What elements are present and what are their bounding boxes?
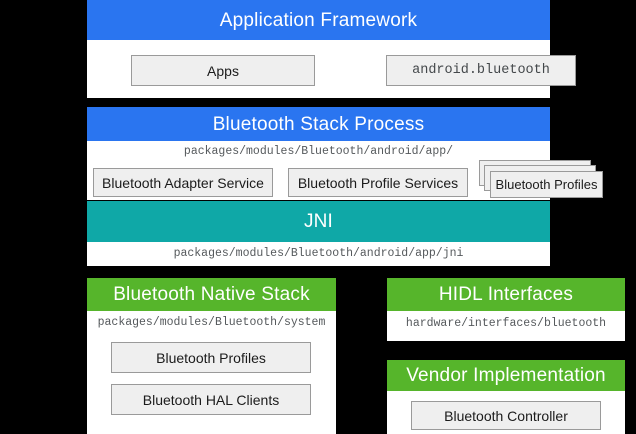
box-apps: Apps bbox=[131, 55, 315, 86]
path-label-hidl: hardware/interfaces/bluetooth bbox=[405, 317, 607, 330]
hidl-interfaces-header: HIDL Interfaces bbox=[387, 278, 625, 311]
application-framework-header: Application Framework bbox=[87, 0, 550, 40]
path-label-stack-process: packages/modules/Bluetooth/android/app/ bbox=[183, 145, 454, 158]
path-label-jni: packages/modules/Bluetooth/android/app/j… bbox=[173, 247, 464, 260]
stacked-box-bluetooth-profiles: Bluetooth Profiles bbox=[479, 160, 603, 198]
jni-body: packages/modules/Bluetooth/android/app/j… bbox=[87, 242, 550, 266]
section-jni: JNI packages/modules/Bluetooth/android/a… bbox=[87, 201, 550, 266]
box-bluetooth-controller: Bluetooth Controller bbox=[411, 401, 601, 430]
bluetooth-stack-process-header: Bluetooth Stack Process bbox=[87, 107, 550, 141]
stack-layer-front-label: Bluetooth Profiles bbox=[490, 171, 603, 198]
vendor-implementation-body: Bluetooth Controller bbox=[387, 391, 625, 434]
bluetooth-native-stack-header: Bluetooth Native Stack bbox=[87, 278, 336, 311]
application-framework-body: Apps android.bluetooth bbox=[87, 40, 576, 98]
section-hidl-interfaces: HIDL Interfaces hardware/interfaces/blue… bbox=[387, 278, 625, 341]
box-bluetooth-profiles: Bluetooth Profiles bbox=[111, 342, 311, 373]
path-label-native-stack: packages/modules/Bluetooth/system bbox=[97, 316, 326, 329]
section-bluetooth-native-stack: Bluetooth Native Stack packages/modules/… bbox=[87, 278, 336, 434]
jni-header: JNI bbox=[87, 201, 550, 242]
box-android-bluetooth: android.bluetooth bbox=[386, 55, 576, 86]
vendor-implementation-header: Vendor Implementation bbox=[387, 360, 625, 391]
bluetooth-native-stack-body: packages/modules/Bluetooth/system Blueto… bbox=[87, 311, 336, 434]
section-application-framework: Application Framework Apps android.bluet… bbox=[87, 0, 576, 98]
section-bluetooth-stack-process: Bluetooth Stack Process packages/modules… bbox=[87, 107, 603, 200]
box-bluetooth-profile-services: Bluetooth Profile Services bbox=[288, 168, 468, 197]
hidl-interfaces-body: hardware/interfaces/bluetooth bbox=[387, 311, 625, 341]
box-bluetooth-adapter-service: Bluetooth Adapter Service bbox=[93, 168, 273, 197]
box-bluetooth-hal-clients: Bluetooth HAL Clients bbox=[111, 384, 311, 415]
section-vendor-implementation: Vendor Implementation Bluetooth Controll… bbox=[387, 360, 625, 434]
bluetooth-stack-process-body: packages/modules/Bluetooth/android/app/ … bbox=[87, 141, 603, 200]
